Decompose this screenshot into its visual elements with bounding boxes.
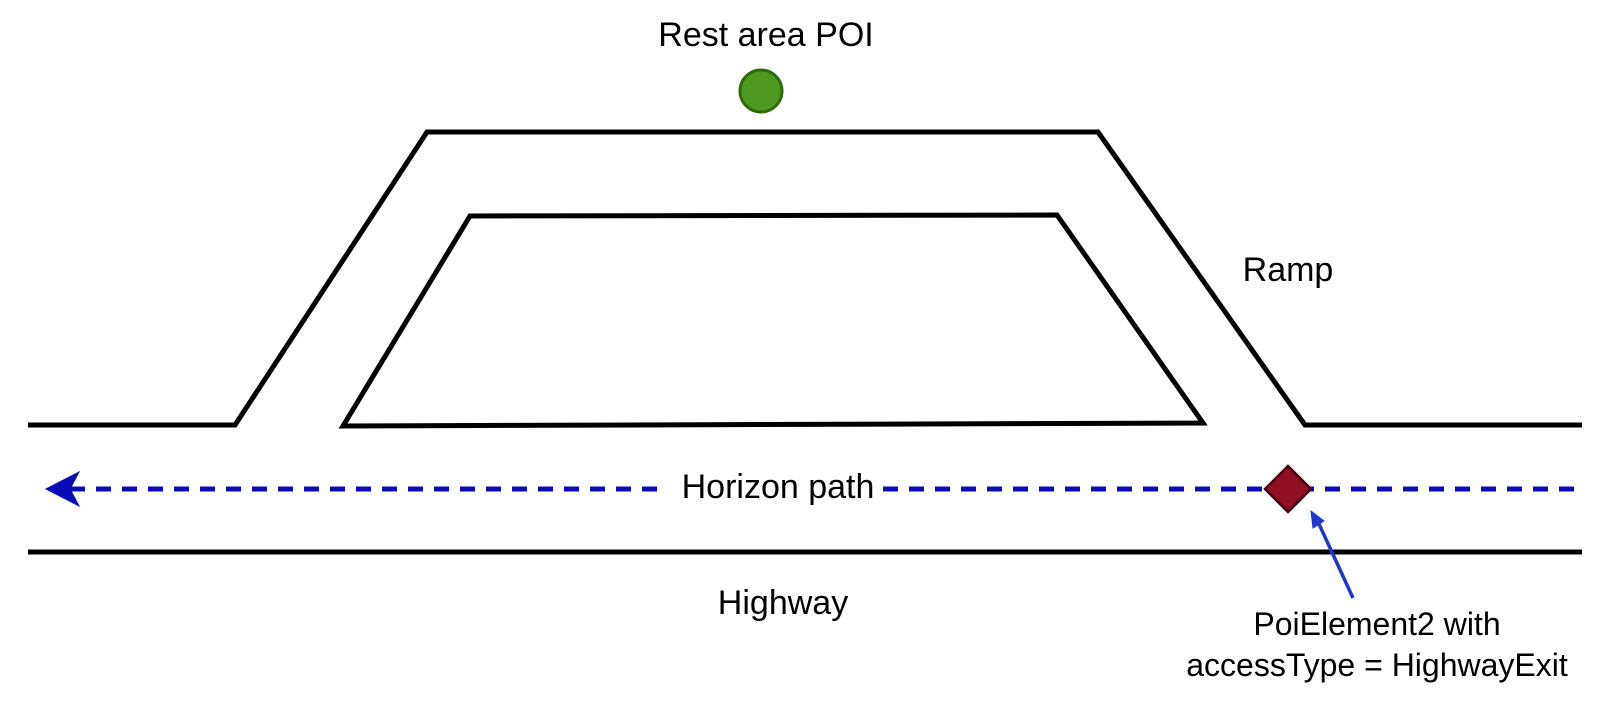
rest-area-poi-marker <box>738 68 784 114</box>
horizon-path-label: Horizon path <box>681 468 875 506</box>
poi-annotation-arrow-line <box>1317 523 1355 599</box>
rest-area-poi-label: Rest area POI <box>658 16 874 54</box>
horizon-path-arrowhead-icon <box>44 470 81 508</box>
poi-element2-caption-line2: accessType = HighwayExit <box>1186 647 1568 683</box>
poi-element2-caption-line1: PoiElement2 with <box>1253 606 1501 642</box>
highway-exit-poi-marker <box>1263 464 1313 514</box>
poi-annotation-arrowhead-icon <box>1310 509 1325 529</box>
poi-element2-caption: PoiElement2 with accessType = HighwayExi… <box>1186 604 1568 686</box>
ramp-inner-outline <box>338 212 1208 429</box>
ramp-outer-outline <box>28 129 1582 428</box>
highway-label: Highway <box>717 584 849 622</box>
ramp-label: Ramp <box>1242 251 1334 289</box>
